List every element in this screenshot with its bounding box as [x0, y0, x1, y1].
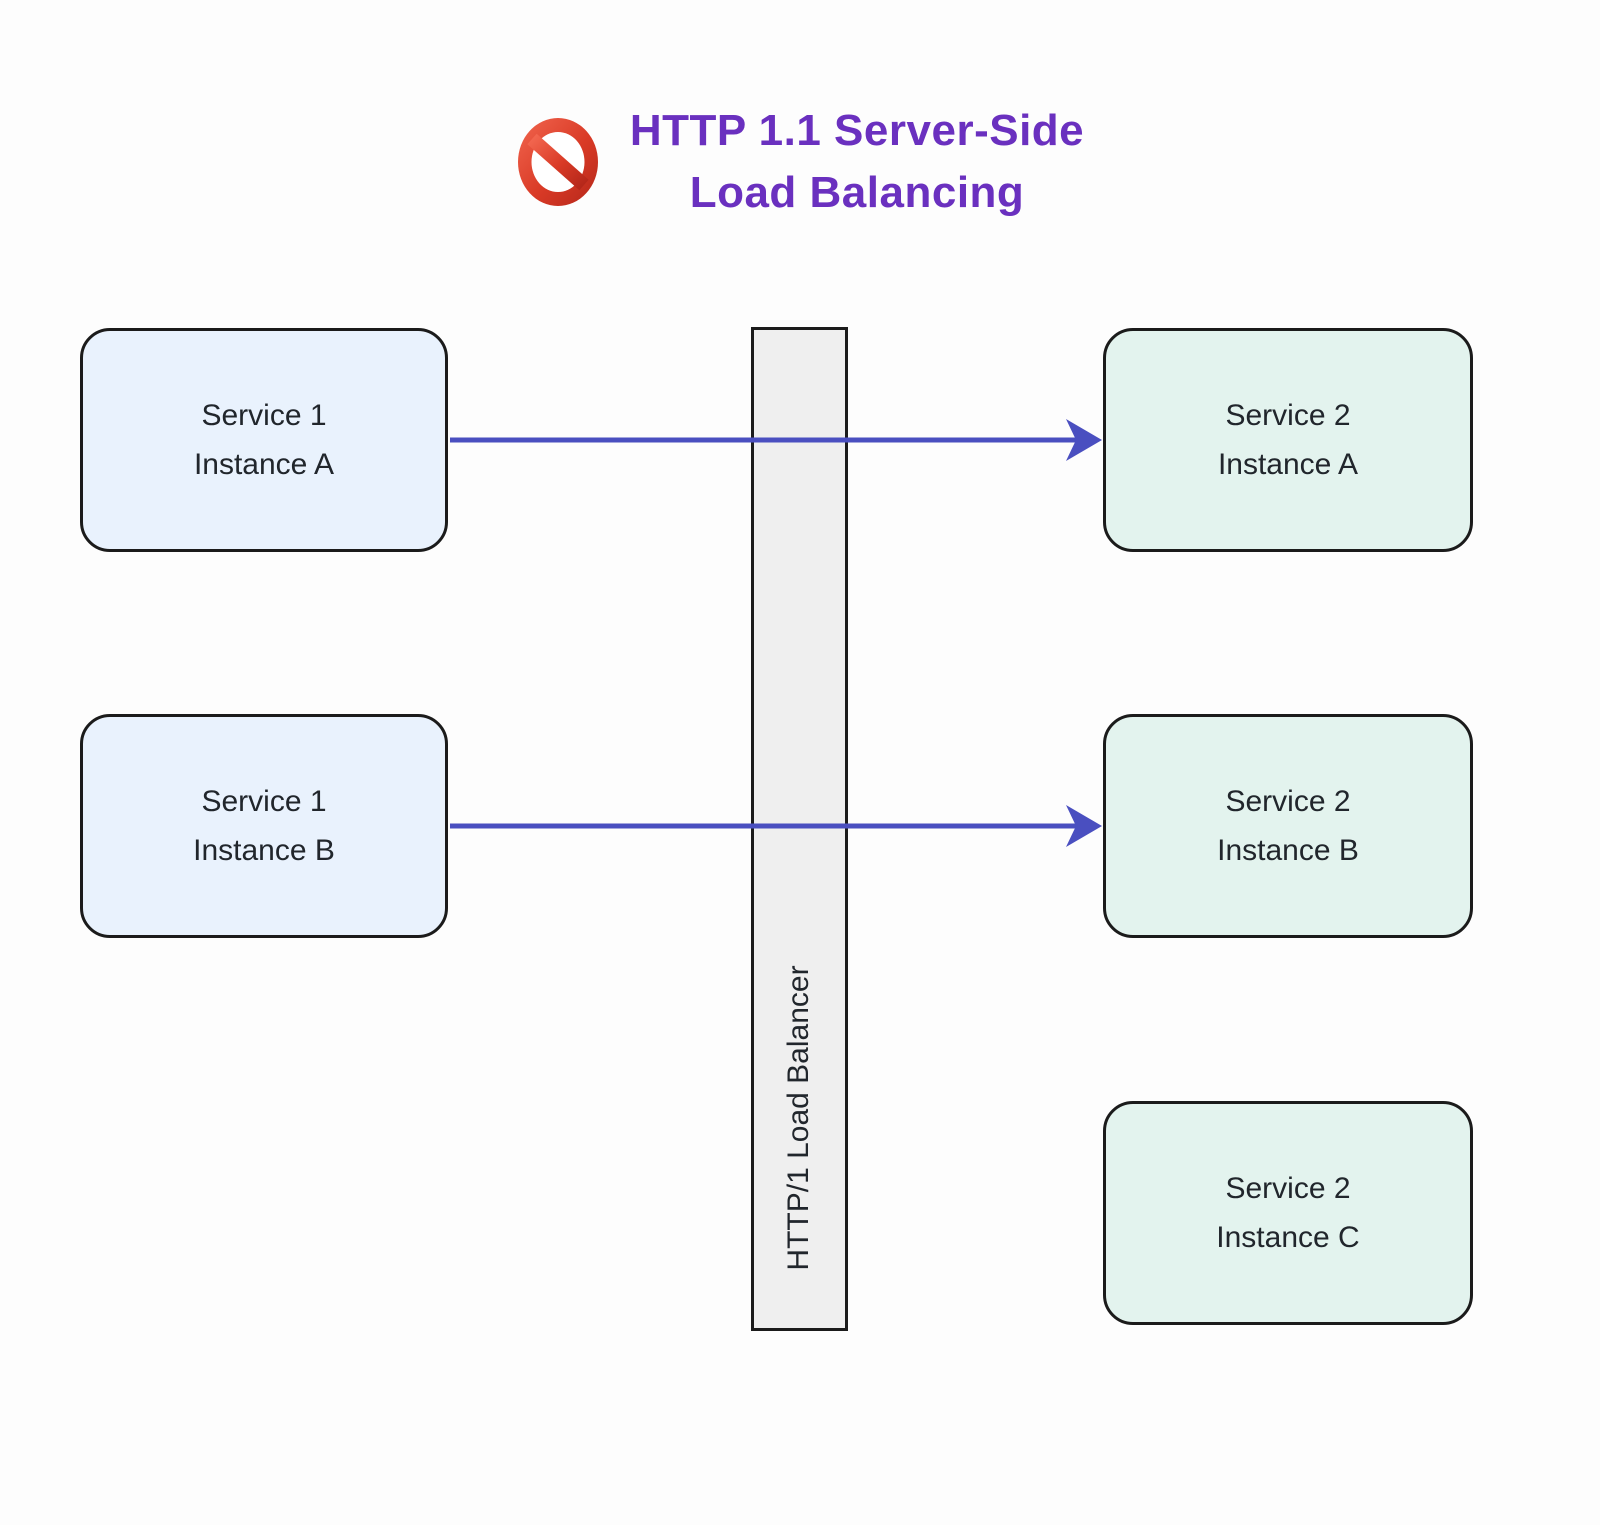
- node-service2-instance-c: Service 2 Instance C: [1103, 1101, 1473, 1325]
- no-entry-icon: [516, 116, 600, 208]
- node-label-line-2: Instance A: [1217, 448, 1359, 481]
- node-service1-instance-a: Service 1 Instance A: [80, 328, 448, 552]
- title-line-2: Load Balancing: [689, 168, 1025, 217]
- load-balancer-label: HTTP/1 Load Balancer: [782, 965, 815, 1271]
- node-service1-instance-b: Service 1 Instance B: [80, 714, 448, 938]
- node-service2-instance-b: Service 2 Instance B: [1103, 714, 1473, 938]
- title-line-1: HTTP 1.1 Server-Side: [629, 106, 1085, 155]
- node-label-line-1: Service 2: [1225, 1172, 1351, 1205]
- node-label-line-2: Instance A: [193, 448, 335, 481]
- node-label-line-1: Service 2: [1225, 785, 1351, 818]
- node-label-line-2: Instance B: [193, 834, 335, 867]
- page-title: HTTP 1.1 Server-Side Load Balancing: [630, 100, 1084, 224]
- node-label-line-2: Instance C: [1216, 1221, 1360, 1254]
- node-label-line-1: Service 1: [201, 785, 327, 818]
- node-service2-instance-a: Service 2 Instance A: [1103, 328, 1473, 552]
- node-label-line-1: Service 1: [201, 399, 327, 432]
- node-label-line-2: Instance B: [1217, 834, 1359, 867]
- node-label-line-1: Service 2: [1225, 399, 1351, 432]
- load-balancer-bar: [751, 327, 848, 1331]
- diagram-header: HTTP 1.1 Server-Side Load Balancing: [0, 100, 1600, 224]
